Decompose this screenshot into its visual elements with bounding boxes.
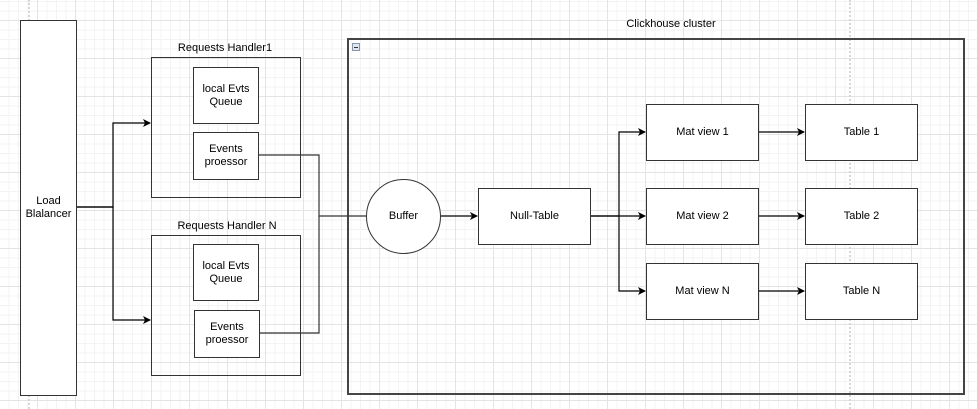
mat-view-2-node[interactable]: Mat view 2	[646, 188, 759, 245]
handler1-queue-label: local Evts Queue	[202, 82, 250, 108]
buffer-node[interactable]: Buffer	[366, 179, 441, 254]
handler1-container[interactable]	[151, 57, 301, 198]
buffer-label: Buffer	[388, 210, 419, 222]
mat-view-2-label: Mat view 2	[676, 210, 729, 222]
table-1-label: Table 1	[843, 126, 880, 138]
edge-lb-to-handler1	[77, 119, 151, 208]
load-balancer-node[interactable]: Load Blalancer	[20, 20, 77, 396]
mat-view-n-label: Mat view N	[675, 285, 730, 297]
handler1-processor-node[interactable]: Events proessor	[193, 132, 259, 180]
handlerN-title: Requests Handler N	[177, 220, 277, 232]
null-table-label: Null-Table	[510, 210, 559, 222]
table-n-label: Table N	[842, 285, 881, 297]
handlerN-queue-label: local Evts Queue	[202, 259, 250, 285]
handler1-title: Requests Handler1	[177, 42, 273, 54]
handler1-queue-node[interactable]: local Evts Queue	[193, 67, 259, 124]
table-2-node[interactable]: Table 2	[805, 188, 918, 245]
handlerN-processor-node[interactable]: Events proessor	[194, 310, 260, 358]
table-1-node[interactable]: Table 1	[805, 104, 918, 161]
load-balancer-label: Load Blalancer	[25, 195, 72, 220]
handlerN-queue-node[interactable]: local Evts Queue	[193, 244, 259, 301]
mat-view-1-node[interactable]: Mat view 1	[646, 104, 759, 161]
null-table-node[interactable]: Null-Table	[478, 188, 591, 245]
table-2-label: Table 2	[843, 210, 880, 222]
mat-view-1-label: Mat view 1	[676, 126, 729, 138]
edge-lb-to-handlerN	[77, 206, 151, 324]
cluster-title: Clickhouse cluster	[626, 18, 716, 30]
handler1-processor-label: Events proessor	[204, 143, 248, 168]
collapse-icon[interactable]	[352, 43, 360, 51]
mat-view-n-node[interactable]: Mat view N	[646, 263, 759, 320]
table-n-node[interactable]: Table N	[805, 263, 918, 320]
handlerN-processor-label: Events proessor	[205, 321, 249, 346]
